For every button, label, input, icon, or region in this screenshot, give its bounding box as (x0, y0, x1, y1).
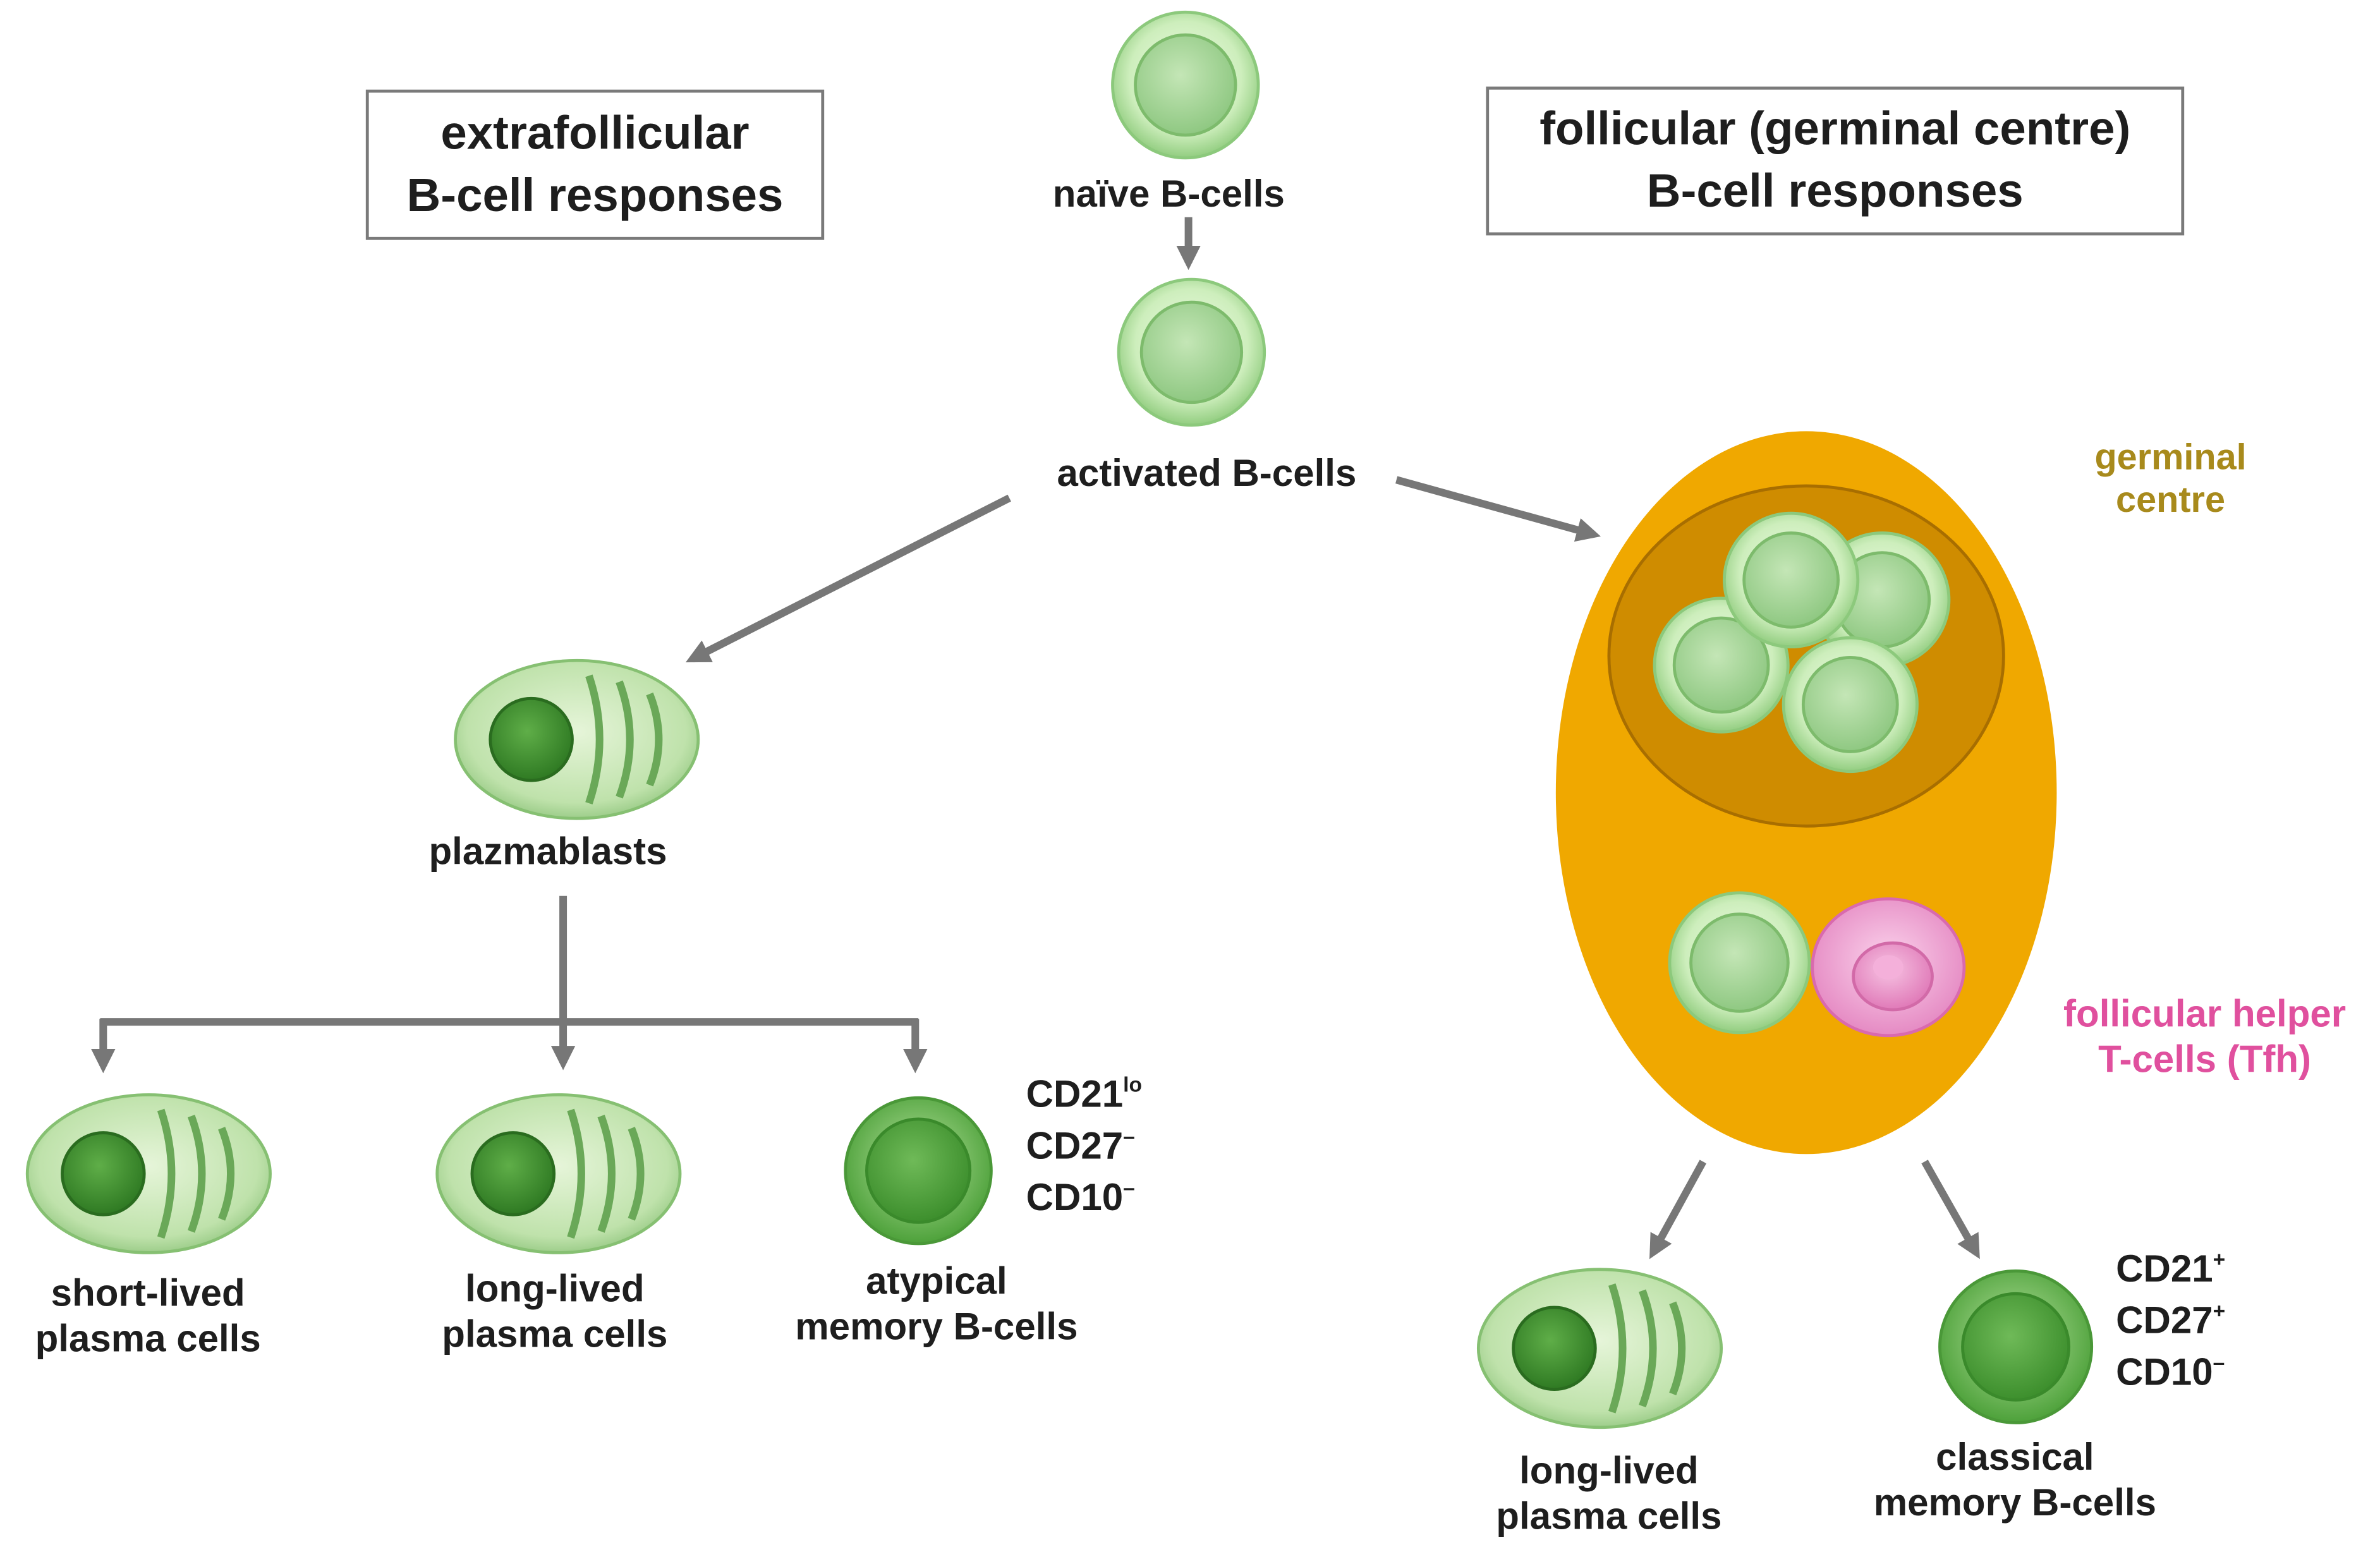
activated-b-cell (1117, 277, 1266, 427)
follicular-box: follicular (germinal centre) B-cell resp… (1486, 86, 2185, 236)
activated-b-cells-text: activated B-cells (1057, 452, 1357, 495)
germinal-centre-label: germinal centre (2056, 437, 2284, 523)
arrow-gc-to-long-lived (1649, 1160, 1707, 1259)
tfh-label: follicular helper T-cells (Tfh) (2034, 993, 2375, 1082)
classical-memory-b-cell (1938, 1269, 2094, 1424)
atypical-markers: CD21lo CD27– CD10– (1026, 1070, 1142, 1224)
marker-cd27-neg-sup: – (1123, 1123, 1135, 1148)
short-lived-plasma-cell (25, 1093, 272, 1254)
gc-b-cell-with-tfh (1668, 891, 1811, 1034)
long-lived-left-line-1: long-lived (465, 1268, 645, 1311)
marker-cd10-neg-base: CD10 (1026, 1176, 1124, 1219)
marker-cd10-neg-classical-sup: – (2213, 1349, 2225, 1374)
atypical-line-1: atypical (866, 1260, 1007, 1303)
marker-cd10-neg: CD10– (1026, 1173, 1142, 1224)
marker-cd27-pos-base: CD27 (2116, 1299, 2213, 1342)
arrow-activated-to-plasmablasts (685, 494, 1011, 663)
classical-line-1: classical (1936, 1436, 2094, 1479)
long-lived-plasma-cells-left-label: long-lived plasma cells (422, 1268, 688, 1357)
gc-b-cell (1723, 511, 1860, 649)
activated-b-cells-label: activated B-cells (1017, 452, 1396, 497)
marker-cd27-pos-sup: + (2213, 1297, 2226, 1323)
marker-cd27-pos: CD27+ (2116, 1296, 2225, 1347)
naive-b-cells-label: naïve B-cells (1017, 173, 1320, 218)
marker-cd21-pos-base: CD21 (2116, 1248, 2213, 1291)
atypical-memory-b-cells-label: atypical memory B-cells (770, 1260, 1103, 1350)
naive-b-cell (1111, 10, 1260, 160)
arrow-activated-to-germinal-centre (1395, 476, 1601, 542)
extrafollicular-box: extrafollicular B-cell responses (365, 89, 825, 240)
naive-b-cells-text: naïve B-cells (1052, 173, 1285, 216)
marker-cd10-neg-classical-base: CD10 (2116, 1350, 2213, 1393)
short-lived-line-1: short-lived (51, 1272, 245, 1315)
long-lived-plasma-cell-right (1476, 1268, 1723, 1429)
short-lived-plasma-cells-label: short-lived plasma cells (15, 1273, 281, 1362)
arrow-gc-to-classical (1921, 1160, 1980, 1259)
plasmablasts-label: plazmablasts (396, 830, 700, 875)
follicular-box-line-2: B-cell responses (1646, 164, 2024, 217)
marker-cd27-neg-base: CD27 (1026, 1124, 1124, 1168)
tfh-cell (1811, 897, 1966, 1038)
classical-markers: CD21+ CD27+ CD10– (2116, 1245, 2225, 1398)
extrafollicular-box-line-1: extrafollicular (440, 106, 750, 159)
classical-memory-b-cells-label: classical memory B-cells (1852, 1436, 2178, 1526)
marker-cd21-lo-base: CD21 (1026, 1073, 1124, 1117)
short-lived-line-2: plasma cells (35, 1317, 261, 1360)
marker-cd21-pos-sup: + (2213, 1246, 2226, 1271)
long-lived-right-line-2: plasma cells (1496, 1494, 1722, 1537)
plasmablasts-text: plazmablasts (428, 830, 667, 873)
marker-cd21-pos: CD21+ (2116, 1245, 2225, 1296)
tfh-label-line-1: follicular helper (2063, 993, 2347, 1036)
arrows (91, 217, 1980, 1259)
marker-cd21-lo-sup: lo (1123, 1072, 1143, 1096)
extrafollicular-box-line-2: B-cell responses (406, 167, 784, 221)
plasmablast-cell (454, 658, 700, 820)
marker-cd21-lo: CD21lo (1026, 1070, 1142, 1122)
tfh-label-line-2: T-cells (Tfh) (2098, 1038, 2312, 1081)
germinal-centre-label-line-1: germinal (2094, 437, 2247, 478)
classical-line-2: memory B-cells (1873, 1481, 2156, 1524)
long-lived-plasma-cells-right-label: long-lived plasma cells (1472, 1450, 1746, 1540)
germinal-centre-label-line-2: centre (2116, 480, 2226, 521)
marker-cd10-neg-sup: – (1123, 1174, 1135, 1199)
long-lived-plasma-cell-left (435, 1093, 682, 1254)
marker-cd27-neg: CD27– (1026, 1122, 1142, 1173)
long-lived-left-line-2: plasma cells (442, 1312, 668, 1355)
long-lived-right-line-1: long-lived (1519, 1450, 1699, 1493)
atypical-memory-b-cell (844, 1096, 993, 1246)
marker-cd10-neg-classical: CD10– (2116, 1348, 2225, 1399)
germinal-centre-b-cells (1653, 511, 1951, 773)
follicular-box-line-1: follicular (germinal centre) (1539, 102, 2131, 155)
gc-b-cell (1782, 636, 1919, 773)
atypical-line-2: memory B-cells (795, 1305, 1078, 1348)
